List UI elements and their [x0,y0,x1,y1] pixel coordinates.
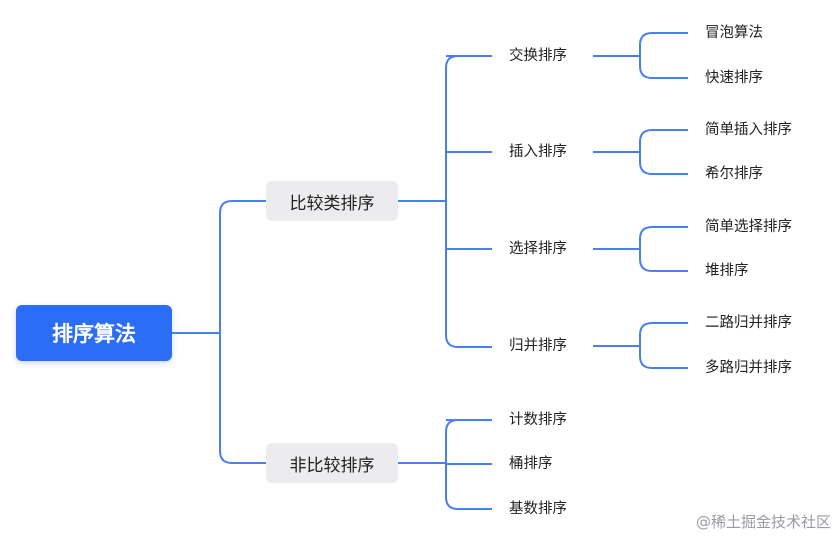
watermark-text: @稀土掘金技术社区 [695,513,831,531]
connector [219,200,266,464]
category-node-non-comparison[interactable]: 非比较排序 [266,443,398,483]
connector [639,226,688,272]
connector [639,322,688,369]
group-node-radix[interactable]: 基数排序 [509,501,567,517]
leaf-node-two-way-merge[interactable]: 二路归并排序 [705,315,792,331]
root-node[interactable]: 排序算法 [16,305,172,361]
category-node-comparison[interactable]: 比较类排序 [266,181,398,221]
connector [445,55,492,348]
connector [639,129,688,175]
group-node-insertion[interactable]: 插入排序 [509,144,567,160]
leaf-node-simple-insertion[interactable]: 简单插入排序 [705,122,792,138]
group-node-merge[interactable]: 归并排序 [509,338,567,354]
group-node-exchange[interactable]: 交换排序 [509,48,567,64]
leaf-node-simple-selection[interactable]: 简单选择排序 [705,219,792,235]
connector [445,419,492,510]
leaf-node-quick[interactable]: 快速排序 [705,70,763,86]
leaf-node-bubble[interactable]: 冒泡算法 [705,25,763,41]
leaf-node-heap[interactable]: 堆排序 [705,263,749,279]
leaf-node-shell[interactable]: 希尔排序 [705,166,763,182]
connector [639,32,688,79]
group-node-counting[interactable]: 计数排序 [509,412,567,428]
leaf-node-multi-way-merge[interactable]: 多路归并排序 [705,360,792,376]
group-node-selection[interactable]: 选择排序 [509,241,567,257]
group-node-bucket[interactable]: 桶排序 [509,456,553,472]
